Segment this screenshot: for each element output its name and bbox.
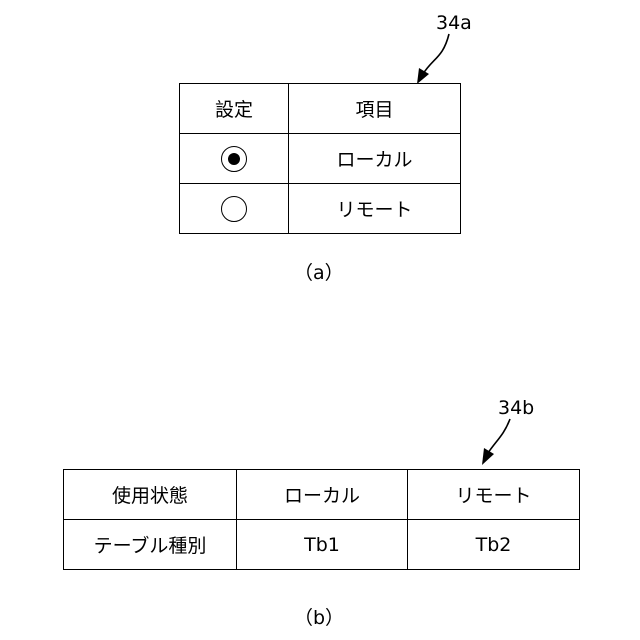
setting-cell	[180, 134, 289, 184]
caption-b: （b）	[294, 607, 344, 629]
setting-cell	[180, 184, 289, 234]
table-row: リモート	[180, 184, 461, 234]
radio-selected-icon[interactable]	[221, 146, 247, 172]
usage-remote: リモート	[408, 470, 580, 520]
caption-a: （a）	[294, 262, 344, 284]
usage-local: ローカル	[237, 470, 408, 520]
table-row: ローカル	[180, 134, 461, 184]
item-local: ローカル	[289, 134, 461, 184]
leader-arrow-34b	[470, 413, 530, 473]
table-row: テーブル種別 Tb1 Tb2	[64, 520, 580, 570]
table-type-tb1: Tb1	[237, 520, 408, 570]
table-header-row: 設定 項目	[180, 84, 461, 134]
radio-unselected-icon[interactable]	[221, 196, 247, 222]
table-row: 使用状態 ローカル リモート	[64, 470, 580, 520]
usage-table: 使用状態 ローカル リモート テーブル種別 Tb1 Tb2	[63, 469, 580, 570]
header-item: 項目	[289, 84, 461, 134]
row-header-table-type: テーブル種別	[64, 520, 237, 570]
table-type-tb2: Tb2	[408, 520, 580, 570]
item-remote: リモート	[289, 184, 461, 234]
row-header-usage-state: 使用状態	[64, 470, 237, 520]
header-setting: 設定	[180, 84, 289, 134]
settings-table: 設定 項目 ローカル リモート	[179, 83, 461, 234]
